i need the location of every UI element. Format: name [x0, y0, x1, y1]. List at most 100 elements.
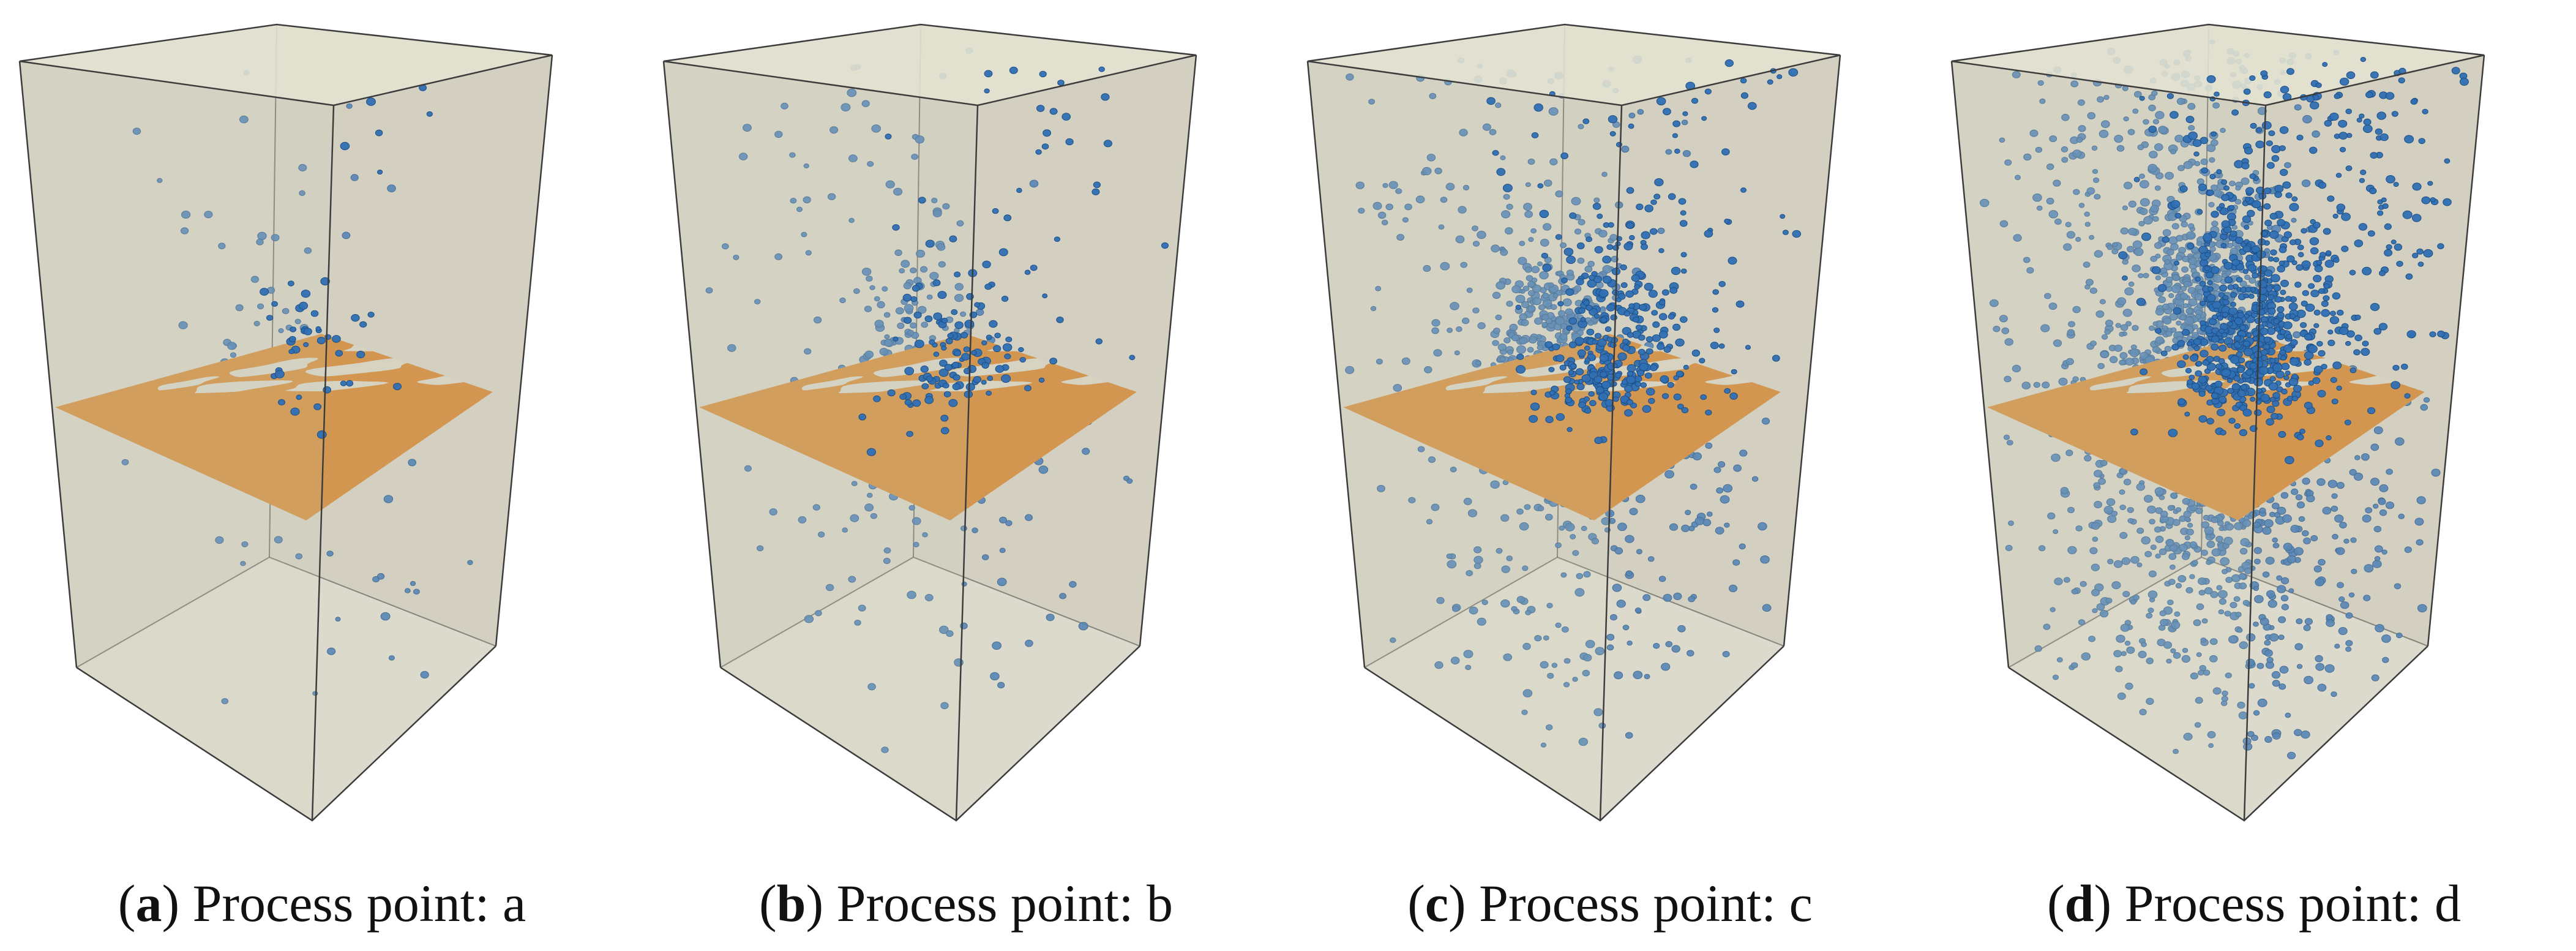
box-bottom-face [721, 557, 1140, 821]
particle [2359, 178, 2365, 183]
particle [904, 304, 914, 313]
particle [929, 272, 939, 280]
particle [1577, 349, 1586, 357]
particle [1673, 375, 1679, 381]
particle [2244, 197, 2251, 202]
particle [2256, 127, 2263, 133]
particle [1576, 278, 1584, 285]
particle [1700, 394, 1707, 400]
particle [2379, 509, 2387, 516]
box-front-left-face [20, 61, 334, 821]
particle [907, 590, 916, 600]
particle [335, 617, 341, 622]
particle [973, 376, 982, 383]
box-right-edge [1139, 55, 1197, 647]
particle [1595, 647, 1605, 655]
particle [2273, 284, 2282, 291]
particle [2211, 211, 2219, 218]
box-front-edge [1599, 105, 1623, 821]
particle [2266, 418, 2274, 426]
particle [2304, 333, 2313, 341]
particle [467, 560, 473, 565]
particle [1612, 584, 1622, 592]
particle [864, 350, 874, 359]
particle [1780, 214, 1786, 219]
particle [1458, 206, 1467, 214]
particle [1502, 184, 1513, 192]
particle [1503, 337, 1511, 344]
particle [981, 340, 987, 346]
particle [1381, 219, 1388, 225]
particle [1673, 592, 1682, 600]
particle [1588, 391, 1595, 397]
particle [1680, 268, 1687, 274]
particle [1098, 66, 1105, 72]
particle [1586, 236, 1593, 242]
particle [299, 301, 309, 310]
particle [997, 577, 1007, 587]
particle [1438, 224, 1445, 230]
particle [132, 127, 141, 135]
particle [954, 321, 964, 329]
particle [2276, 575, 2283, 581]
particle [1653, 642, 1660, 649]
particle [1472, 307, 1480, 314]
particle [869, 285, 875, 290]
particle [1477, 230, 1486, 239]
particle [1417, 446, 1425, 453]
particle [2187, 379, 2193, 385]
particle [1503, 653, 1513, 661]
particle [2198, 391, 2206, 397]
particle [2310, 219, 2316, 225]
particle [1627, 332, 1634, 338]
particle [2257, 698, 2267, 707]
particle [2437, 330, 2445, 337]
particle [2193, 338, 2202, 345]
particle [1731, 369, 1737, 375]
particle [1095, 338, 1103, 345]
particle [2227, 321, 2233, 327]
particle [404, 588, 411, 593]
particle [1641, 243, 1648, 250]
particle [1016, 187, 1022, 194]
particle [2286, 334, 2293, 339]
particle [2280, 86, 2290, 94]
particle [1025, 514, 1033, 521]
particle [1707, 511, 1713, 517]
particle [121, 459, 129, 465]
particle [2214, 91, 2220, 97]
particle [933, 312, 943, 320]
particle [316, 430, 327, 439]
particle [2233, 375, 2241, 382]
particle [1555, 542, 1562, 549]
particle [2260, 349, 2268, 356]
particle [2296, 434, 2304, 441]
particle [1623, 310, 1631, 317]
particle [1620, 264, 1627, 271]
particle [1522, 689, 1533, 697]
particle [1758, 522, 1767, 531]
particle [2179, 185, 2188, 192]
particle [915, 135, 925, 144]
particle [2171, 223, 2179, 230]
particle [2310, 290, 2320, 298]
particle [301, 290, 311, 298]
particle [938, 261, 946, 268]
particle [2391, 111, 2398, 117]
particle [408, 459, 417, 467]
particle [1724, 522, 1730, 528]
particle [2296, 134, 2304, 141]
particle [1718, 280, 1726, 287]
particle [2218, 328, 2225, 334]
particle [2269, 358, 2276, 364]
particle [2228, 205, 2235, 211]
particle [1577, 257, 1585, 264]
particle [910, 322, 917, 329]
particle [1654, 178, 1664, 187]
particle [2130, 428, 2138, 435]
particle [2138, 650, 2147, 658]
particle [1103, 140, 1113, 148]
panel-a-render [18, 23, 553, 822]
particle [2215, 363, 2223, 370]
particle [1704, 88, 1712, 95]
